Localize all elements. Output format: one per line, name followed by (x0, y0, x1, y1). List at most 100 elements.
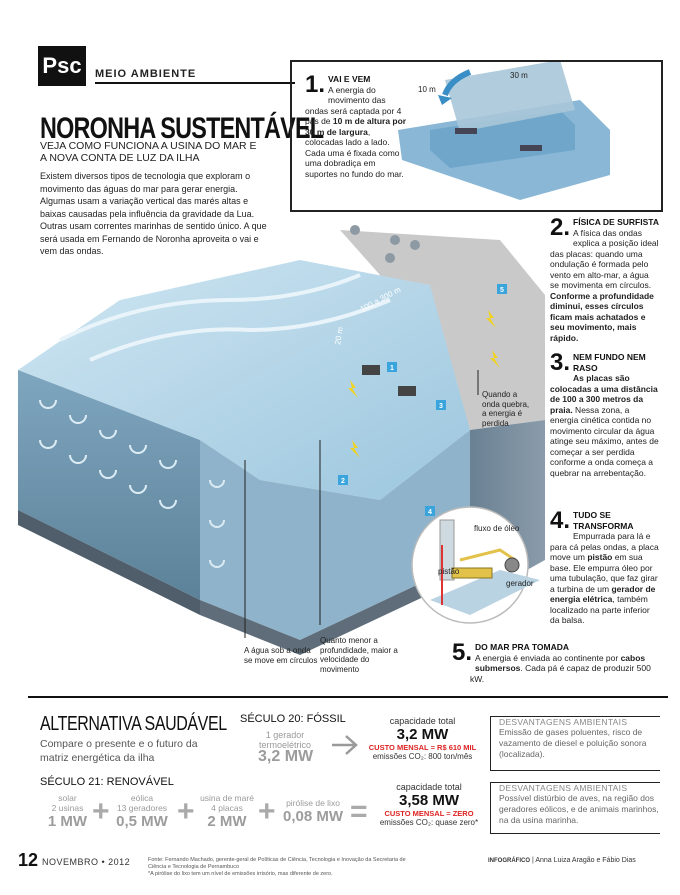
water-circle-icon (209, 559, 225, 568)
marker-5 (497, 284, 507, 294)
past-cost: CUSTO MENSAL = R$ 610 MIL (368, 743, 477, 752)
tree-icon (385, 253, 395, 263)
label-generator: gerador (506, 579, 534, 588)
dim-20m: 20 m (333, 326, 345, 345)
infographic-authors: Anna Luiza Aragão e Fábio Dias (535, 857, 636, 864)
note-wave-break: Quando a onda quebra, a energia é perdid… (482, 390, 530, 428)
past-source-value: 3,2 MW (258, 748, 314, 765)
water-circle-icon (99, 469, 117, 479)
detail-box-frame (290, 60, 663, 212)
plate-motion-arrow (442, 69, 472, 97)
future-item-eolica: eólica 13 geradores 0,5 MW (112, 793, 172, 830)
step-1-bold: 10 m de altura por 30 m de largura (305, 116, 407, 137)
water-circle-icon (69, 454, 87, 464)
future-total: capacidade total 3,58 MW CUSTO MENSAL = … (375, 782, 483, 827)
section-divider (28, 696, 668, 698)
block-bottom-edge (200, 560, 470, 655)
marker-4-label: 4 (428, 509, 432, 516)
sea-surface (18, 260, 470, 500)
future-disadvantages: DESVANTAGENS AMBIENTAIS Possível distúrb… (490, 782, 660, 834)
label-piston: pistão (438, 567, 460, 576)
source-credit: Fonte: Fernando Machado, gerente-geral d… (148, 857, 413, 878)
plus-icon: + (258, 795, 276, 828)
source-credit-text: Fonte: Fernando Machado, gerente-geral d… (148, 857, 406, 870)
future-cost: CUSTO MENSAL = ZERO (384, 809, 474, 818)
infographic-label: INFOGRÁFICO (488, 858, 530, 864)
plus-icon: + (92, 795, 110, 828)
source-credit-note: *A pirólise do lixo tem um nível de emis… (148, 871, 333, 877)
energy-bolt-icon (348, 380, 358, 398)
plus-icon: + (177, 795, 195, 828)
step-5-title: DO MAR PRA TOMADA (475, 642, 569, 652)
future-item-detail: 13 geradores (116, 803, 168, 813)
plate-support (455, 128, 477, 134)
step-3-title: NEM FUNDO NEM RASO (573, 352, 646, 373)
future-emissions: emissões CO₂: quase zero* (379, 818, 479, 827)
past-source: 1 gerador termoelétrico (258, 730, 312, 750)
marker-4 (425, 506, 435, 516)
water-circle-icon (99, 429, 117, 439)
tree-icon (410, 240, 420, 250)
step-3: 3. NEM FUNDO NEM RASO As placas são colo… (550, 349, 660, 478)
equals-icon: = (350, 795, 368, 828)
step-2: 2. FÍSICA DE SURFISTA A física das ondas… (550, 216, 660, 343)
past-cap-value: 3,2 MW (396, 726, 449, 743)
era-past: SÉCULO 20: FÓSSIL (240, 713, 346, 725)
page-subtitle: VEJA COMO FUNCIONA A USINA DO MAR E A NO… (40, 140, 257, 164)
label-oil-flow: fluxo de óleo (474, 524, 520, 533)
water-circle-icon (209, 479, 225, 488)
step-2-bold: Conforme a profundidade diminui, esses c… (550, 290, 654, 343)
energy-bolt-icon (350, 440, 360, 458)
past-total: capacidade total 3,2 MW CUSTO MENSAL = R… (365, 716, 480, 761)
past-emissions: emissões CO₂: 800 ton/mês (372, 752, 473, 761)
note-depth: Quanto menor a profundidade, maior a vel… (320, 636, 398, 674)
intro-text: Existem diversos tipos de tecnologia que… (40, 171, 267, 256)
water-circle-icon (39, 439, 57, 449)
step-5: 5. DO MAR PRA TOMADA A energia é enviada… (452, 641, 662, 684)
future-item-value: 2 MW (207, 813, 247, 830)
marker-1 (387, 362, 397, 372)
future-item-value: 0,08 MW (282, 808, 343, 825)
plate-support (520, 145, 542, 151)
step-4: 4. TUDO SE TRANSFORMA Empurrada para lá … (550, 507, 660, 626)
future-item-name: eólica (130, 793, 154, 803)
seabed-plate (362, 365, 380, 375)
arrow-head (438, 95, 452, 105)
future-dis-title: DESVANTAGENS AMBIENTAIS (499, 783, 628, 793)
step-2-title: FÍSICA DE SURFISTA (573, 217, 659, 227)
oil-pipe (459, 548, 516, 562)
page-number-value: 12 (18, 850, 39, 870)
mechanism-base (430, 570, 540, 615)
step-5-text-end: . Cada pá é capaz de produzir 500 kW. (470, 663, 651, 684)
step-4-bold-1: pistão (587, 552, 613, 562)
step-4-text-mid: em sua base. Ele empurra óleo por uma tu… (550, 552, 658, 594)
infographic-credit: INFOGRÁFICO | Anna Luiza Aragão e Fábio … (488, 857, 636, 864)
future-item-name: pirólise de lixo (286, 798, 340, 808)
page-title: NORONHA SUSTENTÁVEL (40, 112, 324, 145)
step-4-text-end: , também localizado na parte inferior da… (550, 594, 650, 625)
mechanism-plate (439, 519, 455, 581)
page-number: 12 (18, 850, 38, 871)
future-cap-label: capacidade total (396, 782, 462, 792)
section-label: MEIO AMBIENTE (95, 68, 197, 80)
water-circle-icon (39, 399, 57, 409)
water-circle-icon (159, 499, 177, 509)
arrow-right-icon (332, 735, 358, 755)
step-4-title: TUDO SE TRANSFORMA (573, 510, 634, 531)
future-item-name: usina de maré (200, 793, 254, 803)
step-4-bold-2: gerador de energia elétrica (550, 583, 656, 605)
wave-plate-large (445, 60, 575, 132)
wave-crest (59, 273, 361, 342)
water-circle-icon (129, 444, 147, 454)
step-3-text: Nessa zona, a energia cinética contida n… (550, 404, 659, 478)
wave-energy-illustration: 30 m 10 m 100 a 300 m 20 m (18, 60, 610, 655)
step-5-bold: cabos submersos (475, 652, 646, 674)
step-1-number: 1. (305, 71, 326, 98)
step-4-number: 4. (550, 507, 571, 534)
step-3-number: 3. (550, 349, 571, 376)
future-item-mare: usina de maré 4 placas 2 MW (196, 793, 258, 830)
future-item-value: 1 MW (47, 813, 88, 830)
past-cap-label: capacidade total (389, 716, 456, 726)
future-item-pirolise: pirólise de lixo 0,08 MW (278, 798, 348, 825)
water-circle-icon (129, 484, 147, 494)
